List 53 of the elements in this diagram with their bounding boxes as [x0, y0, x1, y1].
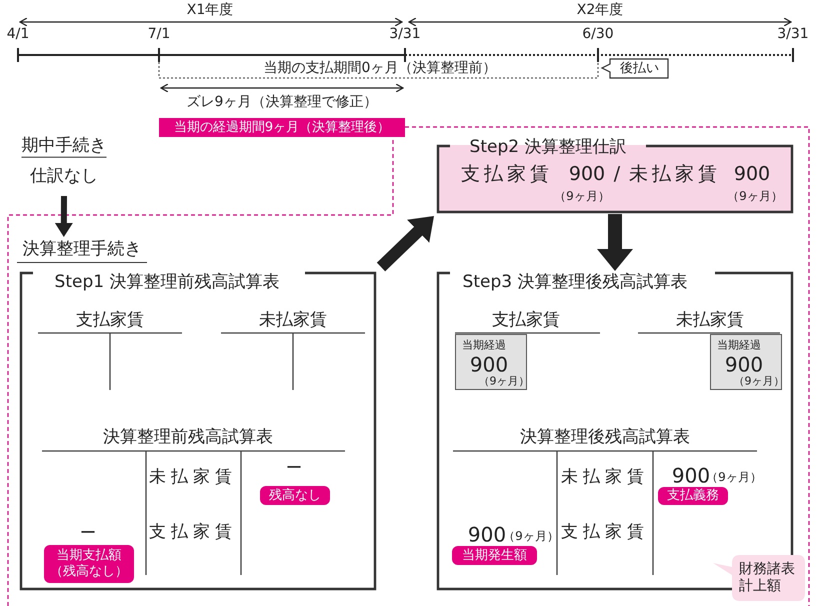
table-cell: 支払家賃	[149, 523, 237, 543]
table-cell: 未払家賃	[149, 468, 237, 488]
note-text: 当期経過	[462, 340, 506, 352]
period-note: （9ヶ月）	[554, 190, 610, 204]
step-panel	[20, 272, 376, 590]
amount-value: 900	[470, 354, 508, 376]
highlight-tag: 残高なし	[260, 486, 330, 505]
table-heading: 決算整理前残高試算表	[103, 428, 273, 448]
note-text: 当期経過	[717, 340, 761, 352]
highlight-label: 当期の経過期間9ヶ月（決算整理後）	[159, 118, 405, 137]
table-cell: 未払家賃	[561, 468, 649, 488]
panel-title: Step1 決算整理前残高試算表	[54, 273, 280, 293]
period-note: （9ヶ月）	[734, 376, 784, 388]
period-note: （9ヶ月）	[478, 376, 530, 388]
date-label: 4/1	[6, 26, 30, 42]
panel-title: Step3 決算整理後残高試算表	[462, 273, 688, 293]
speech-bubble: 財務諸表計上額	[712, 553, 806, 603]
period-label: 当期の支払期間0ヶ月（決算整理前）	[264, 60, 496, 76]
table-cell: ー	[286, 458, 302, 478]
date-label: 3/31	[777, 26, 809, 42]
table-heading: 決算整理後残高試算表	[520, 428, 690, 448]
table-cell: 支払家賃	[561, 523, 649, 543]
section-heading: 期中手続き	[22, 136, 106, 158]
account-heading: 支払家賃	[76, 311, 144, 331]
account-name: 支払家賃	[461, 164, 553, 186]
highlight-tag: 当期発生額	[452, 546, 537, 565]
body-text: 仕訳なし	[30, 167, 98, 187]
arrow	[54, 196, 73, 238]
account-name: 未払家賃	[629, 164, 721, 186]
account-heading: 支払家賃	[492, 311, 560, 331]
period-note: （9ヶ月）	[727, 190, 783, 204]
table-cell: ー	[80, 524, 96, 542]
date-label: 6/30	[582, 26, 614, 42]
slash-separator: /	[614, 164, 620, 186]
panel-title: Step2 決算整理仕訳	[470, 138, 626, 158]
amount-value: 900	[568, 164, 606, 186]
arrow	[597, 214, 633, 271]
period-label: ズレ9ヶ月（決算整理で修正）	[186, 94, 378, 110]
highlight-tag: 当期支払額（残高なし）	[44, 545, 134, 583]
year-label: X2年度	[576, 2, 624, 18]
highlight-tag: 支払義務	[658, 487, 728, 505]
amount-box	[710, 334, 782, 390]
amount-value: 900	[734, 164, 770, 186]
date-label: 3/31	[389, 26, 421, 42]
account-heading: 未払家賃	[259, 311, 327, 331]
amount-value: 900	[724, 354, 764, 376]
date-label: 7/1	[148, 26, 170, 42]
amount-value: 900	[468, 524, 506, 546]
section-heading: 決算整理手続き	[17, 237, 147, 263]
amount-box	[455, 334, 527, 390]
year-label: X1年度	[186, 2, 234, 18]
callout-tag: 後払い	[600, 58, 669, 79]
account-heading: 未払家賃	[676, 311, 744, 331]
